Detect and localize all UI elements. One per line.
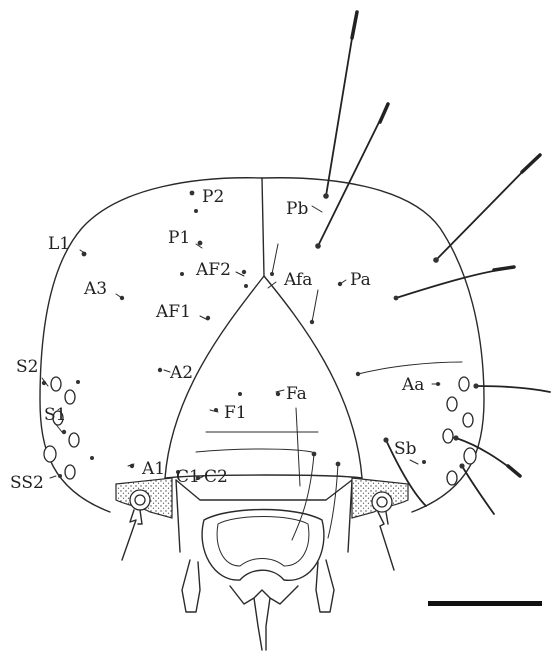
seta-lateral [476,386,550,392]
seta-afa [272,244,278,274]
left-stemmata [44,377,79,479]
label-af1: AF1 [155,302,191,322]
label-sb: Sb [394,439,417,459]
left-antenna-ring-inner [135,495,145,505]
label-a2: A2 [169,363,193,383]
seta-dorsolateral-tip [522,155,540,172]
seta-labral-left [292,454,314,540]
label-ss2: SS2 [10,473,44,493]
right-antenna-ring-inner [377,497,387,507]
label-c1: C1 [176,467,200,487]
seta-pb [326,14,356,196]
seta-clypeal-2 [196,449,312,452]
seta-aa [358,362,462,374]
label-aa: Aa [401,375,424,395]
seta-lower-tip [508,466,520,476]
frons-outline [165,276,362,478]
label-s2: S2 [16,357,38,377]
seta-pa [396,268,512,298]
labrum-inner [217,517,309,567]
left-mandible [182,560,200,612]
label-leaders [42,206,440,480]
label-f1: F1 [224,403,247,423]
seta-labral-right [328,464,338,538]
label-pa: Pa [350,270,371,290]
label-af2: AF2 [195,260,231,280]
label-a1: A1 [141,459,165,479]
seta-frons [312,290,318,322]
setal-pores [42,191,479,480]
right-antenna [378,512,394,570]
label-pb: Pb [286,199,308,219]
label-afa: Afa [283,270,312,290]
label-c2: C2 [204,467,228,487]
label-l1: L1 [48,234,70,254]
seta-top-tip [380,104,388,122]
seta-pb-tip [352,12,357,38]
label-s1: S1 [44,405,66,425]
labrum-outline [202,510,324,581]
label-fa: Fa [286,384,307,404]
seta-fa [296,408,300,486]
head-capsule-outline [40,178,484,512]
scale-bar [428,601,542,606]
mouthparts-center [230,586,298,650]
seta-top [318,108,386,246]
epicranial-suture [262,178,264,276]
left-antenna [122,510,142,560]
right-stemmata [443,377,476,485]
right-mandible [316,560,334,612]
seta-pa-tip [494,267,514,270]
label-p1: P1 [168,228,190,248]
label-a3: A3 [83,279,107,299]
seta-ventral [462,466,494,514]
label-p2: P2 [202,187,224,207]
